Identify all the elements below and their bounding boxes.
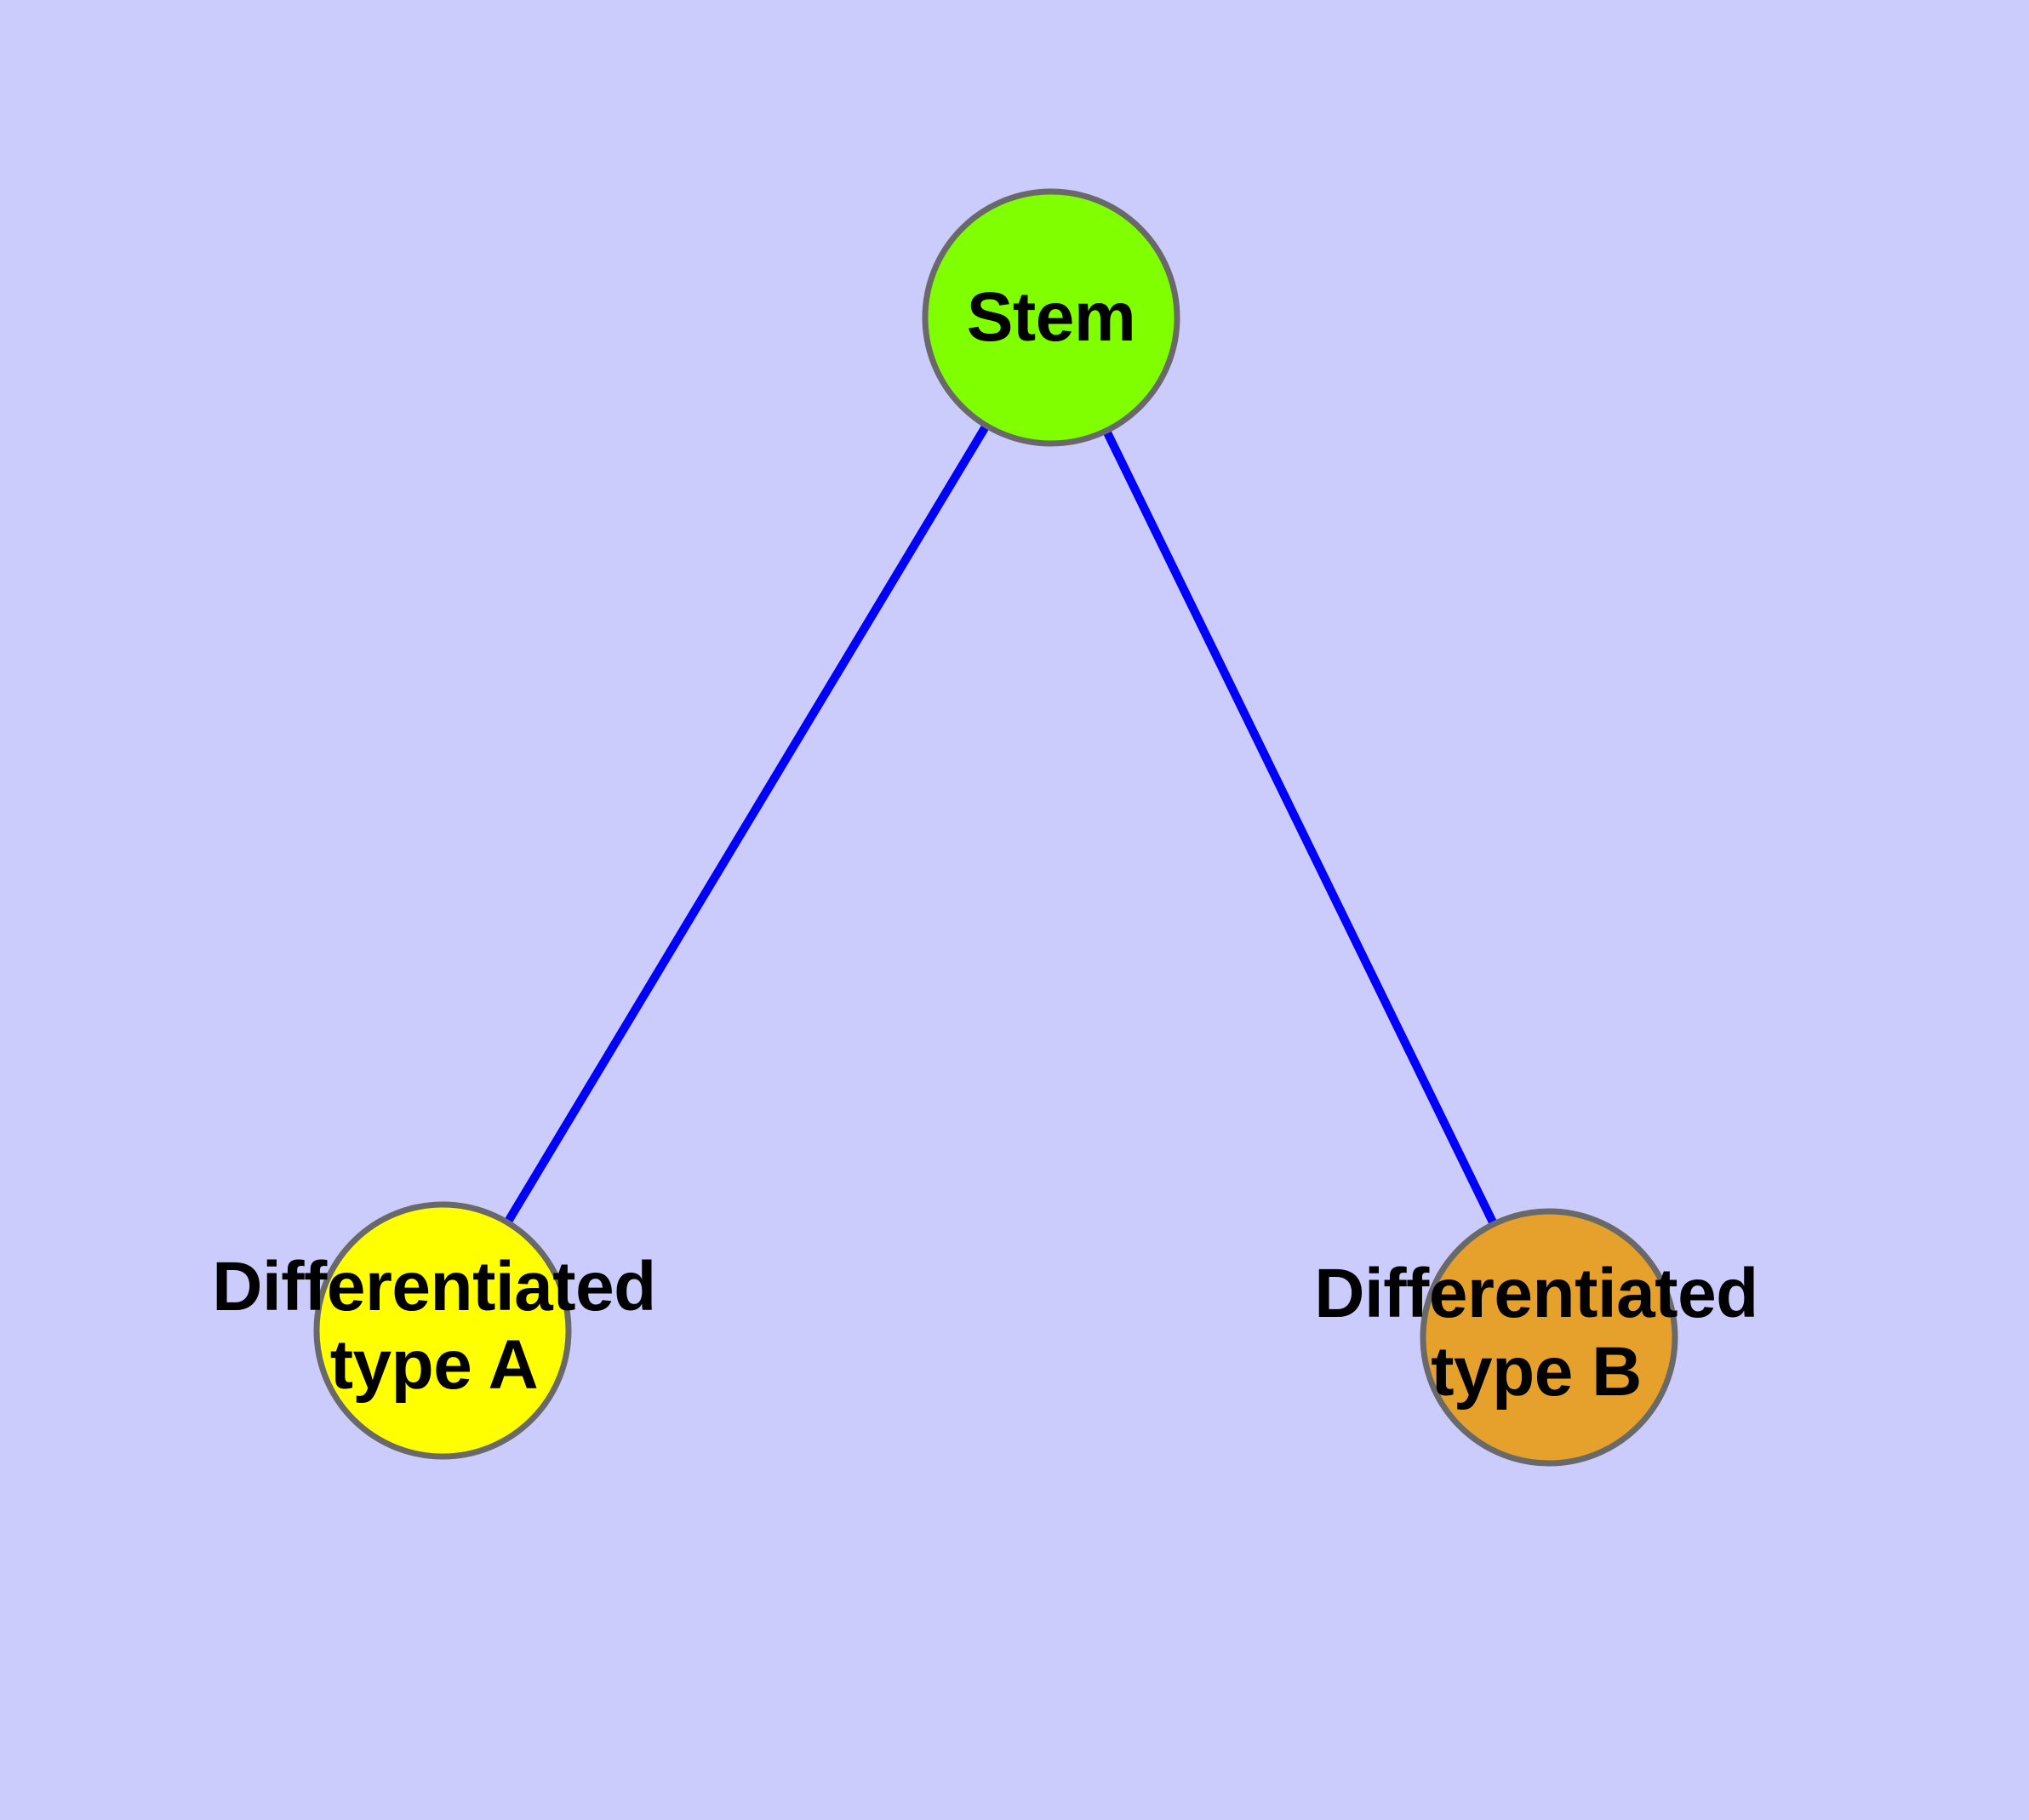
node-stem[interactable] — [922, 188, 1180, 447]
edge-layer — [438, 315, 1553, 1340]
node-layer — [313, 188, 1678, 1467]
node-differentiated-type-a[interactable] — [313, 1201, 572, 1460]
node-differentiated-type-b[interactable] — [1420, 1208, 1678, 1467]
edge-stem-to-differentiated-type-b[interactable] — [1047, 315, 1553, 1340]
edge-stem-to-differentiated-type-a[interactable] — [438, 315, 1055, 1333]
